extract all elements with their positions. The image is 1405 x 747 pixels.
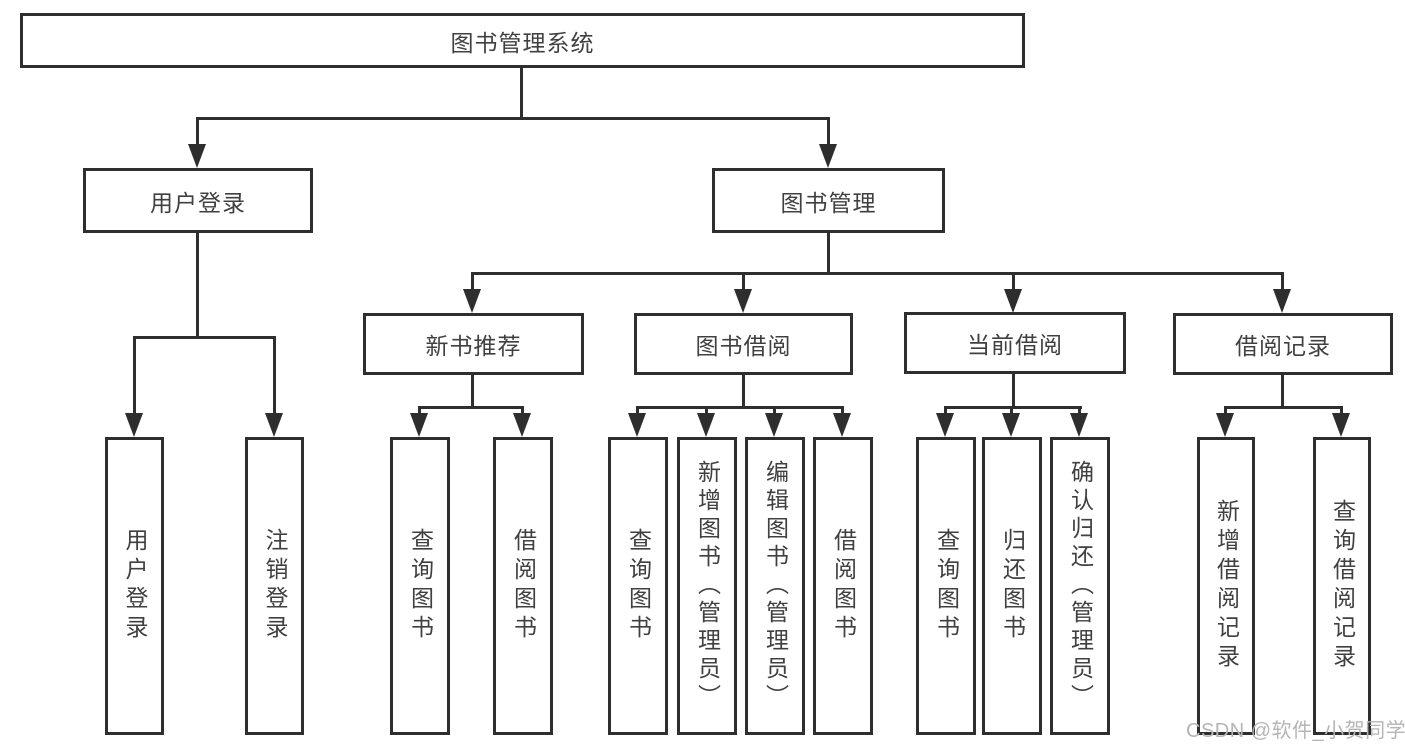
- arrowhead-cb-query: [936, 413, 954, 437]
- connector-drop-nb-query: [418, 406, 421, 416]
- leaf-nb-query-books-label: 查询图书: [407, 528, 434, 644]
- node-user-login-label: 用户登录: [150, 189, 246, 216]
- leaf-cb-query-books: 查询图书: [916, 437, 976, 735]
- node-book-mgmt-label: 图书管理: [780, 189, 877, 216]
- connector-drop-cb-return: [1010, 406, 1013, 416]
- node-root: 图书管理系统: [20, 13, 1025, 68]
- connector-drop-bb-borrow: [841, 406, 844, 416]
- leaf-cb-return-books: 归还图书: [982, 437, 1042, 735]
- leaf-br-add-record-label: 新增借阅记录: [1213, 499, 1240, 673]
- node-borrow-records-label: 借阅记录: [1235, 333, 1331, 359]
- leaf-logout-label: 注销登录: [262, 528, 288, 644]
- node-new-books-label: 新书推荐: [425, 333, 522, 359]
- connector-drop-br-query: [1340, 406, 1343, 416]
- connector-drop-logout-leaf: [273, 336, 276, 414]
- connector-drop-borrow-records: [1281, 272, 1284, 292]
- leaf-cb-confirm-return-admin-label: 确认归还（管理员）: [1067, 460, 1094, 712]
- node-current-borrow: 当前借阅: [904, 312, 1126, 374]
- arrowhead-bb-add: [697, 413, 715, 437]
- connector-level2-rail: [196, 117, 830, 120]
- leaf-br-query-record-label: 查询借阅记录: [1329, 499, 1356, 673]
- connector-drop-cb-confirm: [1078, 406, 1081, 416]
- leaf-user-login: 用户登录: [105, 437, 164, 735]
- leaf-nb-borrow-books-label: 借阅图书: [510, 528, 537, 644]
- leaf-bb-add-books-admin-label: 新增图书（管理员）: [694, 460, 721, 712]
- leaf-bb-query-books: 查询图书: [608, 437, 668, 735]
- leaf-cb-confirm-return-admin: 确认归还（管理员）: [1050, 437, 1110, 735]
- connector-book-mgmt-stem: [827, 233, 830, 275]
- leaf-bb-add-books-admin: 新增图书（管理员）: [677, 437, 737, 735]
- connector-drop-book-mgmt: [827, 117, 830, 148]
- arrowhead-br-query: [1332, 413, 1350, 437]
- node-book-mgmt: 图书管理: [712, 168, 945, 233]
- leaf-nb-query-books: 查询图书: [390, 437, 450, 735]
- connector-borrow-records-rail: [1224, 406, 1343, 409]
- arrowhead-logout-leaf: [265, 413, 283, 437]
- connector-drop-nb-borrow: [521, 406, 524, 416]
- connector-current-borrow-rail: [944, 406, 1082, 409]
- arrowhead-borrow-records: [1273, 289, 1291, 313]
- connector-root-stem: [520, 68, 523, 120]
- arrowhead-bb-query: [628, 413, 646, 437]
- connector-drop-bb-edit: [773, 406, 776, 416]
- node-root-label: 图书管理系统: [450, 29, 595, 56]
- node-book-borrow-label: 图书借阅: [695, 333, 792, 359]
- node-book-borrow: 图书借阅: [634, 313, 853, 375]
- leaf-bb-query-books-label: 查询图书: [625, 528, 652, 644]
- arrowhead-cb-return: [1002, 413, 1020, 437]
- connector-borrow-records-stem: [1281, 375, 1284, 409]
- leaf-bb-edit-books-admin-label: 编辑图书（管理员）: [762, 460, 789, 712]
- arrowhead-book-mgmt: [819, 144, 837, 168]
- leaf-logout: 注销登录: [245, 437, 304, 735]
- leaf-nb-borrow-books: 借阅图书: [493, 437, 553, 735]
- node-borrow-records: 借阅记录: [1173, 313, 1393, 375]
- arrowhead-user-login: [188, 144, 206, 168]
- connector-user-login-stem: [196, 233, 199, 339]
- connector-level3-rail: [471, 272, 1283, 275]
- arrowhead-br-add: [1216, 413, 1234, 437]
- arrowhead-cb-confirm: [1070, 413, 1088, 437]
- arrowhead-bb-edit: [765, 413, 783, 437]
- leaf-cb-return-books-label: 归还图书: [999, 528, 1026, 644]
- arrowhead-nb-borrow: [513, 413, 531, 437]
- connector-drop-new-books: [471, 272, 474, 292]
- connector-current-borrow-stem: [1012, 374, 1015, 409]
- connector-drop-br-add: [1224, 406, 1227, 416]
- connector-drop-bb-add: [705, 406, 708, 416]
- leaf-bb-borrow-books-label: 借阅图书: [830, 528, 857, 644]
- csdn-watermark: CSDN @软件_小贺同学: [1186, 720, 1405, 742]
- leaf-br-query-record: 查询借阅记录: [1313, 437, 1371, 735]
- leaf-bb-borrow-books: 借阅图书: [813, 437, 873, 735]
- node-new-books: 新书推荐: [363, 313, 584, 375]
- arrowhead-bb-borrow: [833, 413, 851, 437]
- connector-drop-cb-query: [944, 406, 947, 416]
- connector-drop-bb-query: [636, 406, 639, 416]
- connector-drop-current-borrow: [1012, 272, 1015, 292]
- leaf-user-login-label: 用户登录: [122, 528, 148, 644]
- connector-user-login-rail: [133, 336, 276, 339]
- node-current-borrow-label: 当前借阅: [967, 332, 1063, 358]
- node-user-login: 用户登录: [83, 168, 313, 233]
- arrowhead-new-books: [463, 289, 481, 313]
- leaf-bb-edit-books-admin: 编辑图书（管理员）: [745, 437, 805, 735]
- arrowhead-current-borrow: [1004, 289, 1022, 313]
- connector-new-books-rail: [418, 406, 524, 409]
- connector-new-books-stem: [471, 375, 474, 409]
- arrowhead-login-leaf: [125, 413, 143, 437]
- connector-book-borrow-stem: [742, 375, 745, 409]
- connector-drop-book-borrow: [742, 272, 745, 292]
- arrowhead-book-borrow: [734, 289, 752, 313]
- connector-book-borrow-rail: [636, 406, 844, 409]
- arrowhead-nb-query: [410, 413, 428, 437]
- connector-drop-login-leaf: [133, 336, 136, 414]
- connector-drop-user-login: [196, 117, 199, 148]
- leaf-br-add-record: 新增借阅记录: [1197, 437, 1255, 735]
- leaf-cb-query-books-label: 查询图书: [933, 528, 960, 644]
